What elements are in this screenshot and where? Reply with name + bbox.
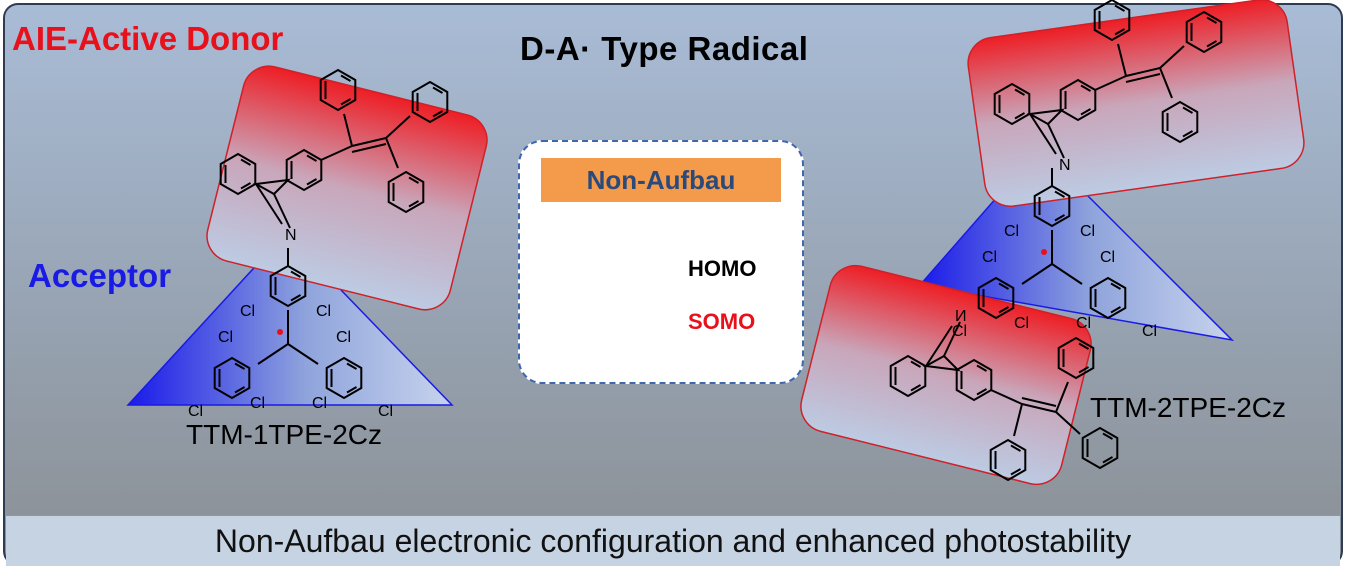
caption-banner: Non-Aufbau electronic configuration and …	[6, 515, 1340, 566]
acceptor-label: Acceptor	[28, 257, 172, 294]
caption-text: Non-Aufbau electronic configuration and …	[214, 523, 1132, 559]
donor-block	[206, 65, 488, 311]
acceptor-triangle	[126, 231, 454, 406]
donor-block-top	[967, 0, 1305, 207]
molecule-name-2: TTM-2TPE-2Cz	[1090, 392, 1286, 423]
non-aufbau-title: Non-Aufbau	[541, 158, 781, 202]
molecule-name-1: TTM-1TPE-2Cz	[186, 419, 382, 450]
aie-donor-title: AIE-Active Donor	[12, 20, 284, 57]
radical-type-title: D-A· Type Radical	[520, 30, 809, 67]
somo-label: SOMO	[688, 309, 756, 334]
homo-label: HOMO	[688, 256, 757, 281]
molecule-ttm-2tpe-2cz	[800, 0, 1305, 486]
molecule-ttm-1tpe-2cz	[126, 65, 488, 420]
